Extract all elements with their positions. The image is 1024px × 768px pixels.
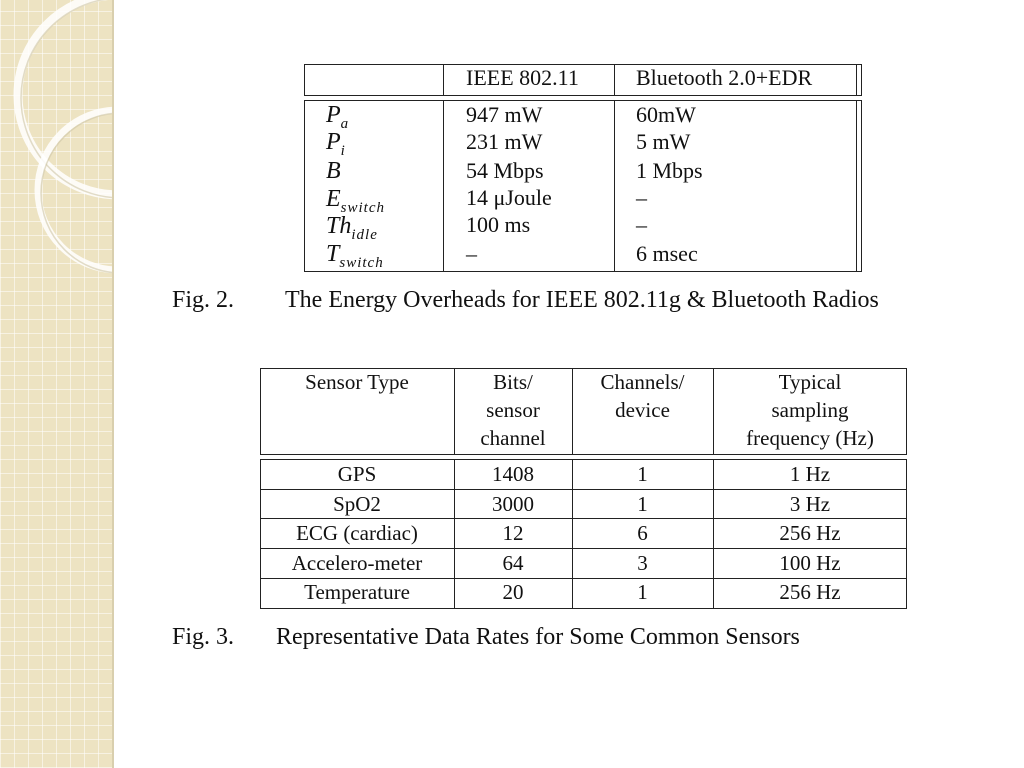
figure2-col-sep <box>614 64 615 96</box>
sensor-type-cell: GPS <box>337 462 377 486</box>
channels-cell: 1 <box>637 492 648 516</box>
symbol-subscript: a <box>340 115 350 132</box>
channels-cell: 3 <box>637 551 648 575</box>
figure2-bt-value: 6 msec <box>636 241 698 266</box>
frequency-cell: 3 Hz <box>789 492 831 516</box>
symbol-subscript: i <box>340 142 346 159</box>
figure3-col-sep <box>572 368 573 455</box>
symbol-base: B <box>326 158 341 184</box>
bits-cell: 1408 <box>492 462 534 486</box>
figure2-wifi-value: 14 μJoule <box>466 185 552 210</box>
figure3-caption: Fig. 3. Representative Data Rates for Som… <box>172 624 800 651</box>
symbol-base: Th <box>326 213 352 239</box>
figure2-symbol: Tswitch <box>326 240 384 277</box>
channels-cell: 1 <box>637 580 648 604</box>
frequency-cell: 100 Hz <box>779 551 841 575</box>
sensor-type-cell: ECG (cardiac) <box>296 521 418 545</box>
header-line: Channels/ <box>600 370 685 394</box>
figure2-caption-label: Fig. 2. <box>172 287 235 313</box>
figure2-bt-value: 60mW <box>636 102 696 127</box>
header-line: frequency (Hz) <box>746 426 874 450</box>
figure2-wifi-value: – <box>466 241 477 266</box>
figure3-header-channels: Channels/ device <box>572 368 713 424</box>
header-line: Bits/ <box>493 370 533 394</box>
figure2-wifi-value: 54 Mbps <box>466 158 544 183</box>
figure2-header-wifi: IEEE 802.11 <box>466 65 579 90</box>
figure2-symbol: Pa <box>326 101 349 138</box>
bits-cell: 64 <box>502 551 524 575</box>
figure3-caption-text: Representative Data Rates for Some Commo… <box>276 624 800 650</box>
figure2-symbol: Pi <box>326 128 346 165</box>
figure3-row-sep <box>260 489 907 490</box>
channels-cell: 1 <box>637 462 648 486</box>
figure2-symbol: Eswitch <box>326 185 385 222</box>
figure2-header-bluetooth: Bluetooth 2.0+EDR <box>636 65 813 90</box>
symbol-subscript: idle <box>351 226 378 243</box>
sensor-type-cell: SpO2 <box>333 492 381 516</box>
frequency-cell: 256 Hz <box>779 580 841 604</box>
header-line: Typical <box>778 370 842 394</box>
figure2-wifi-value: 100 ms <box>466 212 531 237</box>
figure2-col-sep <box>443 100 444 272</box>
figure3-row-sep <box>260 518 907 519</box>
figure2-body-double-line <box>856 100 857 272</box>
figure2-header-frame <box>304 64 862 96</box>
figure3-header-bits: Bits/ sensor channel <box>454 368 572 452</box>
figure3-col-sep <box>713 368 714 455</box>
strip-edge <box>112 0 114 768</box>
figure3-col-sep <box>454 459 455 609</box>
figure3-body-frame <box>260 459 907 609</box>
figure2-bt-value: 1 Mbps <box>636 158 703 183</box>
symbol-subscript: switch <box>340 199 386 216</box>
bits-cell: 3000 <box>492 492 534 516</box>
figure2-header-double-line <box>856 64 857 96</box>
decorative-side-strip <box>0 0 114 768</box>
bits-cell: 20 <box>502 580 524 604</box>
decorative-circles <box>13 0 114 274</box>
figure2-caption-text: The Energy Overheads for IEEE 802.11g & … <box>285 287 879 313</box>
figure2-bt-value: – <box>636 212 647 237</box>
figure2-bt-value: – <box>636 185 647 210</box>
figure3-header-sensor-type: Sensor Type <box>260 368 454 396</box>
figure2-body-frame <box>304 100 862 272</box>
header-line: sensor <box>486 398 540 422</box>
figure2-wifi-value: 947 mW <box>466 102 543 127</box>
figure3-col-sep <box>572 459 573 609</box>
bits-cell: 12 <box>502 521 524 545</box>
channels-cell: 6 <box>637 521 648 545</box>
figure2-symbol: Thidle <box>326 212 378 249</box>
figure3-caption-label: Fig. 3. <box>172 624 235 650</box>
header-line: sampling <box>771 398 849 422</box>
figure3-row-sep <box>260 548 907 549</box>
header-line: device <box>615 398 670 422</box>
figure2-col-sep <box>443 64 444 96</box>
figure3-col-sep <box>454 368 455 455</box>
header-line: Sensor Type <box>305 370 409 394</box>
header-line: channel <box>480 426 546 450</box>
figure2-wifi-value: 231 mW <box>466 129 543 154</box>
symbol-base: P <box>326 102 341 128</box>
figure2-col-sep <box>614 100 615 272</box>
sensor-type-cell: Accelero-meter <box>291 551 423 575</box>
symbol-subscript: switch <box>339 254 384 271</box>
figure2-symbol: B <box>326 157 341 194</box>
figure3-col-sep <box>713 459 714 609</box>
figure3-header-frame <box>260 368 907 455</box>
symbol-base: T <box>326 241 340 267</box>
symbol-base: P <box>326 129 341 155</box>
frequency-cell: 256 Hz <box>779 521 841 545</box>
frequency-cell: 1 Hz <box>789 462 831 486</box>
sensor-type-cell: Temperature <box>304 580 410 604</box>
figure2-caption: Fig. 2. The Energy Overheads for IEEE 802… <box>172 287 879 314</box>
symbol-base: E <box>326 186 341 212</box>
figure2-bt-value: 5 mW <box>636 129 691 154</box>
figure3-row-sep <box>260 578 907 579</box>
figure3-header-frequency: Typical sampling frequency (Hz) <box>713 368 907 452</box>
